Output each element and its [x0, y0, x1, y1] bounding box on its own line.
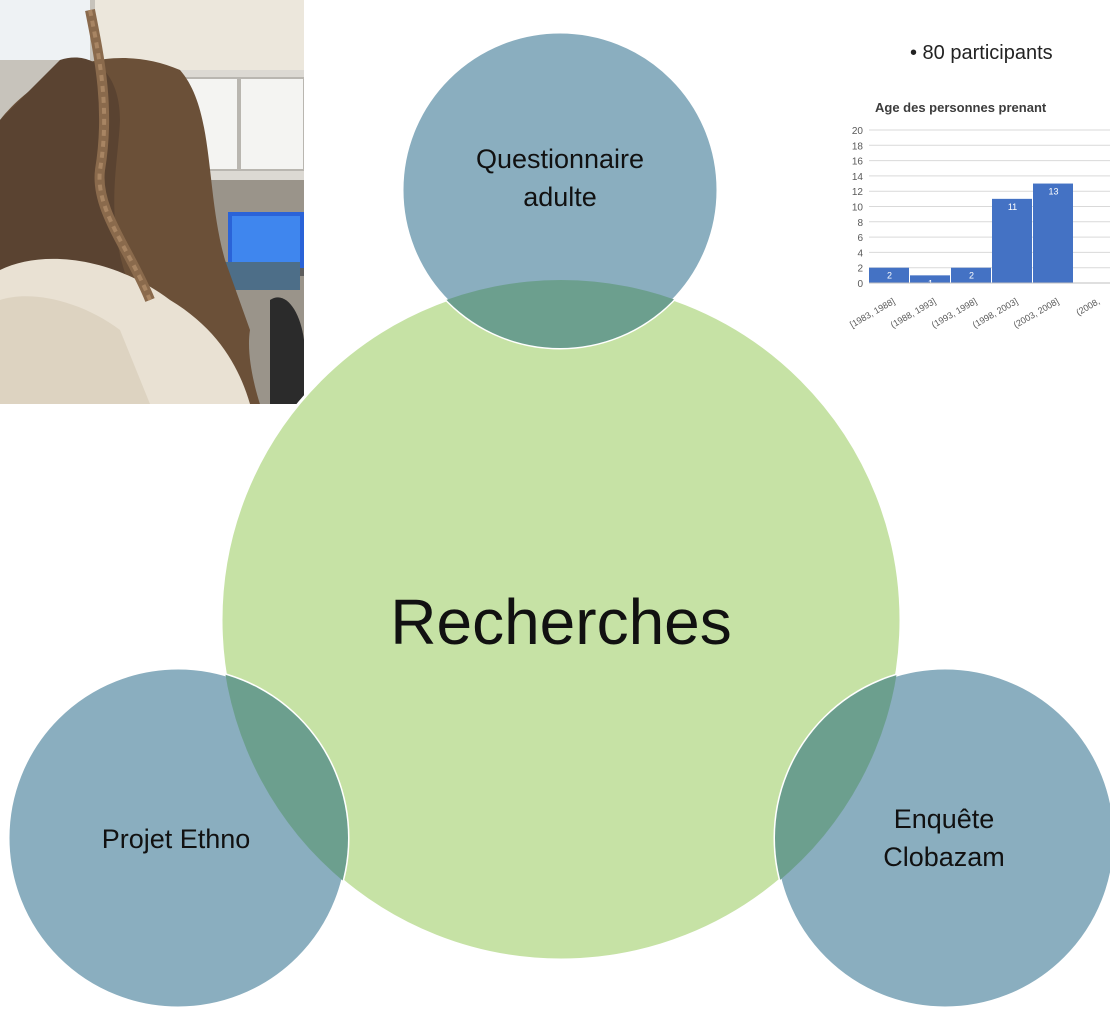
right-circle	[773, 666, 1110, 1010]
chart-bar	[992, 198, 1032, 283]
photo-image	[0, 0, 304, 404]
chart-ytick-label: 4	[857, 248, 863, 259]
chart-category-label: (1998, 2003]	[971, 296, 1020, 330]
chart-ytick-label: 18	[852, 141, 864, 152]
chart-bar-value-label: 11	[1008, 202, 1017, 212]
chart-category-label: (2003, 2008]	[1012, 296, 1061, 330]
top-label-line1: Questionnaire	[476, 144, 644, 174]
chart-ytick-label: 2	[857, 264, 863, 275]
left-label: Projet Ethno	[102, 824, 251, 854]
chart-bar	[951, 267, 991, 283]
center-label: Recherches	[390, 586, 732, 658]
chart-bar-value-label: 2	[969, 271, 974, 281]
chart-category-label: (1993, 1998]	[930, 296, 979, 330]
chart-title: Age des personnes prenant	[875, 100, 1047, 115]
participants-bullet: • 80 participants	[910, 42, 1053, 64]
chart-bar	[910, 275, 950, 283]
chart-panel: • 80 participants Age des personnes pren…	[838, 0, 1110, 410]
left-circle	[6, 666, 350, 1010]
chart-ytick-label: 14	[852, 172, 864, 183]
top-circle	[400, 30, 720, 350]
classroom-photo	[0, 0, 304, 404]
chart-bar	[1033, 183, 1073, 283]
right-overlap	[775, 668, 901, 960]
chart-bar-value-label: 2	[887, 271, 892, 281]
chart-category-label: (1988, 1993]	[889, 296, 938, 330]
chart-ytick-label: 16	[852, 157, 864, 168]
center-circle	[219, 278, 903, 962]
chart-category-label: (2008,	[1074, 296, 1101, 317]
chart-ytick-label: 12	[852, 187, 864, 198]
chart-bar-value-label: 13	[1048, 187, 1058, 197]
right-label-line2: Clobazam	[883, 842, 1005, 872]
chart-ytick-label: 6	[857, 233, 863, 244]
chart-ytick-label: 10	[852, 203, 864, 214]
top-overlap	[402, 280, 718, 348]
chart-ytick-label: 8	[857, 218, 863, 229]
right-label-line1: Enquête	[894, 804, 995, 834]
top-label-line2: adulte	[523, 182, 597, 212]
chart-ytick-label: 0	[857, 279, 863, 290]
left-overlap	[221, 668, 348, 960]
chart-category-label: [1983, 1988]	[848, 296, 896, 330]
chart-ytick-label: 20	[852, 126, 864, 137]
